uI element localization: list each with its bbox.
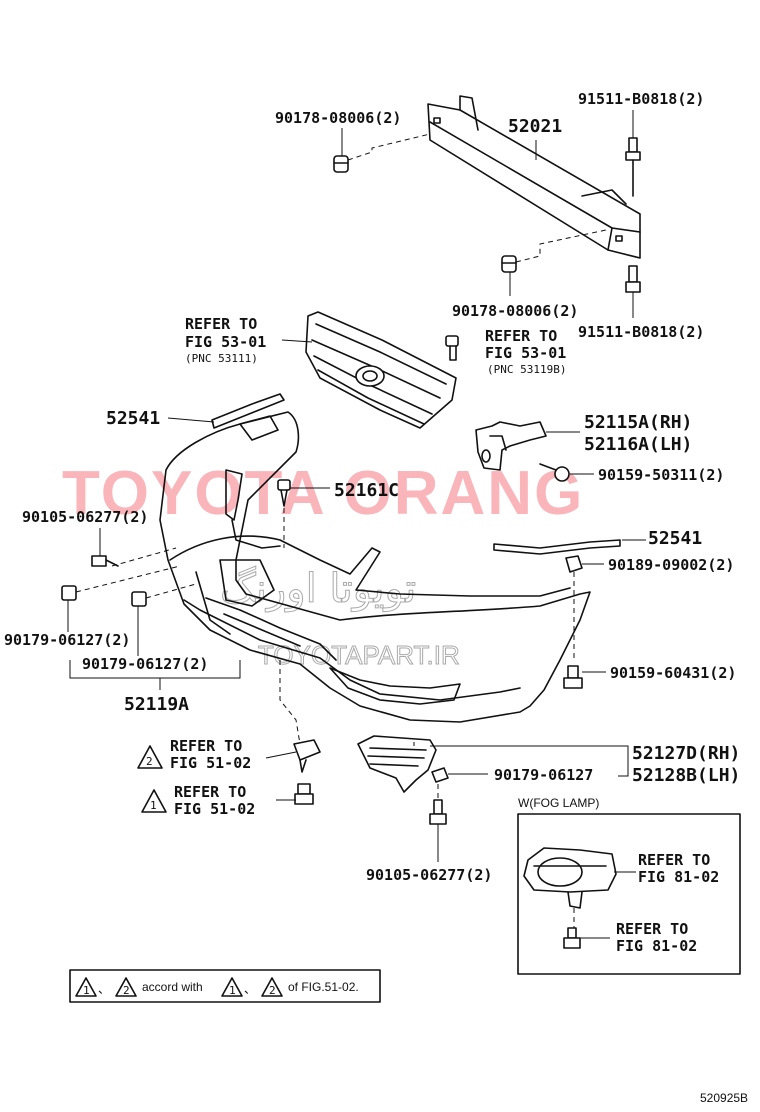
label-52128B: 52128B(LH) bbox=[632, 765, 740, 786]
svg-text:、: 、 bbox=[244, 982, 256, 996]
label-fog-ref-b-line1: REFER TO bbox=[616, 920, 688, 938]
bolt-91511-bottom bbox=[625, 265, 641, 293]
label-91511-top: 91511-B0818(2) bbox=[578, 90, 704, 108]
screw-90105-bottom bbox=[429, 799, 447, 825]
screw-90105-left bbox=[91, 555, 119, 567]
label-grille-ref-line2: FIG 53-01 bbox=[185, 333, 266, 351]
label-clip-ref-line1: REFER TO bbox=[485, 327, 557, 345]
label-90179-a: 90179-06127(2) bbox=[4, 631, 130, 649]
bumper-cover-52119A bbox=[159, 411, 591, 723]
clip-fig51-02-1 bbox=[294, 783, 314, 805]
label-90189: 90189-09002(2) bbox=[608, 556, 734, 574]
label-52541-left: 52541 bbox=[106, 408, 160, 429]
radiator-grille bbox=[305, 311, 457, 429]
triangle-ref-2: 2 bbox=[137, 745, 163, 769]
label-ref1-line1: REFER TO bbox=[174, 783, 246, 801]
fog-lamp-bolt bbox=[563, 927, 581, 949]
label-90159-50311: 90159-50311(2) bbox=[598, 466, 724, 484]
label-52161C: 52161C bbox=[334, 480, 399, 501]
svg-text:2: 2 bbox=[146, 755, 153, 768]
label-52127D: 52127D(RH) bbox=[632, 743, 740, 764]
fog-lamp-cover bbox=[357, 735, 437, 793]
triangle-ref-1: 1 bbox=[141, 789, 167, 813]
label-52541-right: 52541 bbox=[648, 528, 702, 549]
label-52116A: 52116A(LH) bbox=[584, 434, 692, 455]
svg-text:1: 1 bbox=[150, 799, 157, 812]
bumper-bracket bbox=[475, 421, 547, 471]
nut-90189 bbox=[565, 555, 583, 573]
label-grille-ref-line3: (PNC 53111) bbox=[185, 352, 258, 365]
retainer-52541-left bbox=[211, 393, 285, 429]
label-52119A: 52119A bbox=[124, 694, 189, 715]
bolt-91511-top bbox=[625, 137, 641, 197]
label-90179-single: 90179-06127 bbox=[494, 766, 593, 784]
svg-text:1: 1 bbox=[229, 984, 236, 997]
label-grille-ref-line1: REFER TO bbox=[185, 315, 257, 333]
svg-text:2: 2 bbox=[123, 984, 130, 997]
fog-lamp-box bbox=[517, 813, 741, 975]
watermark-arabic: تویوتا اورنگ bbox=[220, 566, 416, 612]
label-ref2-line2: FIG 51-02 bbox=[170, 754, 251, 772]
label-ref1-line2: FIG 51-02 bbox=[174, 800, 255, 818]
fog-lamp bbox=[523, 847, 617, 909]
label-90105-left: 90105-06277(2) bbox=[22, 508, 148, 526]
label-90178-top: 90178-08006(2) bbox=[275, 109, 401, 127]
nut-90179-a bbox=[61, 585, 77, 601]
label-91511-bottom: 91511-B0818(2) bbox=[578, 323, 704, 341]
svg-text:、: 、 bbox=[98, 982, 110, 996]
label-clip-ref-line2: FIG 53-01 bbox=[485, 344, 566, 362]
bolt-90159-60431 bbox=[563, 665, 583, 689]
label-clip-ref-line3: (PNC 53119B) bbox=[487, 363, 566, 376]
label-fog-lamp-title: W(FOG LAMP) bbox=[518, 796, 599, 810]
note-text: accord with bbox=[142, 980, 203, 994]
label-90105-bottom: 90105-06277(2) bbox=[366, 866, 492, 884]
label-fog-ref-a-line2: FIG 81-02 bbox=[638, 868, 719, 886]
label-fog-ref-a-line1: REFER TO bbox=[638, 851, 710, 869]
label-90159-60431: 90159-60431(2) bbox=[610, 664, 736, 682]
nut-90178-top bbox=[333, 155, 349, 173]
nut-90179-single bbox=[431, 767, 449, 783]
watermark-main: TOYOTA ORANG bbox=[62, 459, 584, 528]
label-90179-b: 90179-06127(2) bbox=[82, 655, 208, 673]
clip-52161C bbox=[277, 479, 291, 507]
nut-90178-bottom bbox=[501, 255, 517, 273]
label-fog-ref-b-line2: FIG 81-02 bbox=[616, 937, 697, 955]
svg-text:1: 1 bbox=[83, 984, 90, 997]
nut-90179-b bbox=[131, 591, 147, 607]
bumper-reinforcement-52021 bbox=[427, 95, 641, 259]
label-90178-bottom: 90178-08006(2) bbox=[452, 302, 578, 320]
note-of-fig: of FIG.51-02. bbox=[288, 980, 359, 994]
label-ref2-line1: REFER TO bbox=[170, 737, 242, 755]
clip-fig51-02-2 bbox=[293, 739, 321, 773]
retainer-52541-right bbox=[493, 539, 621, 555]
label-52115A: 52115A(RH) bbox=[584, 412, 692, 433]
bolt-90159-50311 bbox=[539, 463, 570, 482]
label-52021: 52021 bbox=[508, 116, 562, 137]
figure-code: 520925B bbox=[700, 1091, 748, 1105]
grille-clip bbox=[445, 335, 459, 361]
watermark-url: TOYOTAPART.IR bbox=[258, 640, 460, 670]
svg-text:2: 2 bbox=[269, 984, 276, 997]
note-box: 1 、 2 accord with 1 、 2 of FIG.51-02. bbox=[69, 969, 381, 1003]
